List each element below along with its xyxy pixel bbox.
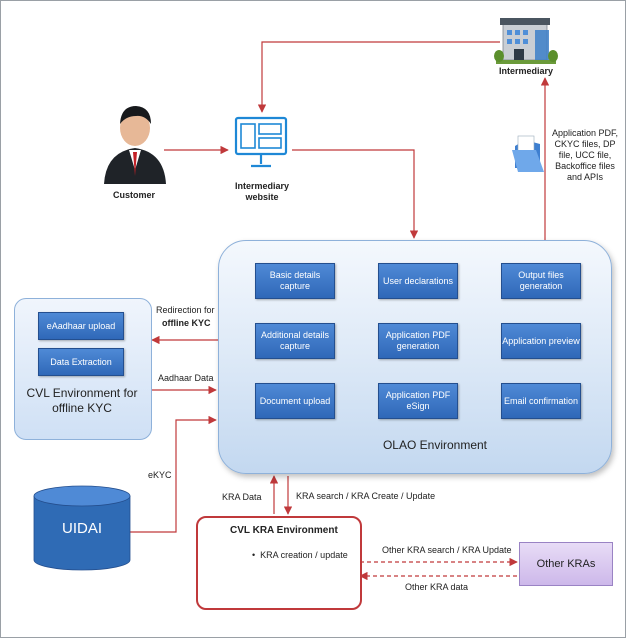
cvl-kra-bullet: • KRA creation / update	[252, 550, 348, 560]
other-kras-box: Other KRAs	[519, 542, 613, 586]
olao-step-button: Application PDF generation	[378, 323, 458, 359]
edge-intermediary-to-website	[257, 41, 500, 113]
cvl-kra-environment	[196, 516, 362, 610]
output-files-label: Application PDF, CKYC files, DP file, UC…	[551, 128, 619, 182]
edge-label-kra-data: KRA Data	[222, 492, 262, 502]
cvl-kra-bullet-text: KRA creation / update	[260, 550, 348, 560]
edge-label-redirection: Redirection for	[156, 305, 215, 315]
olao-step-button: Basic details capture	[255, 263, 335, 299]
edge-label-other-kra-search: Other KRA search / KRA Update	[382, 545, 512, 555]
edge-label-kra-search: KRA search / KRA Create / Update	[296, 491, 436, 501]
uidai-label: UIDAI	[61, 520, 102, 537]
eaadhaar-upload-button: eAadhaar upload	[38, 312, 124, 340]
olao-step-button: User declarations	[378, 263, 458, 299]
website-icon	[234, 116, 288, 168]
olao-step-button: Application preview	[501, 323, 581, 359]
customer-person-icon	[104, 106, 166, 184]
customer-label: Customer	[112, 190, 155, 200]
uidai-cylinder	[33, 485, 131, 571]
olao-step-button: Application PDF eSign	[378, 383, 458, 419]
olao-step-button: Additional details capture	[255, 323, 335, 359]
edge-label-offline-kyc: offline KYC	[162, 318, 211, 328]
edge-ekyc	[130, 415, 217, 533]
building-icon	[494, 18, 558, 64]
edge-label-other-kra-data: Other KRA data	[405, 582, 469, 592]
olao-step-button: Document upload	[255, 383, 335, 419]
olao-step-button: Output files generation	[501, 263, 581, 299]
olao-environment-title: OLAO Environment	[382, 438, 488, 452]
folder-icon	[512, 135, 544, 172]
olao-step-button: Email confirmation	[501, 383, 581, 419]
intermediary-website-label: Intermediary website	[234, 181, 290, 202]
edge-website-to-olao	[292, 149, 419, 239]
intermediary-label: Intermediary	[498, 66, 554, 76]
edge-label-aadhaar-data: Aadhaar Data	[158, 373, 214, 383]
cvl-offline-title: CVL Environment for offline KYC	[26, 386, 138, 415]
data-extraction-button: Data Extraction	[38, 348, 124, 376]
cvl-kra-title: CVL KRA Environment	[230, 525, 338, 536]
edge-label-ekyc: eKYC	[148, 470, 172, 480]
